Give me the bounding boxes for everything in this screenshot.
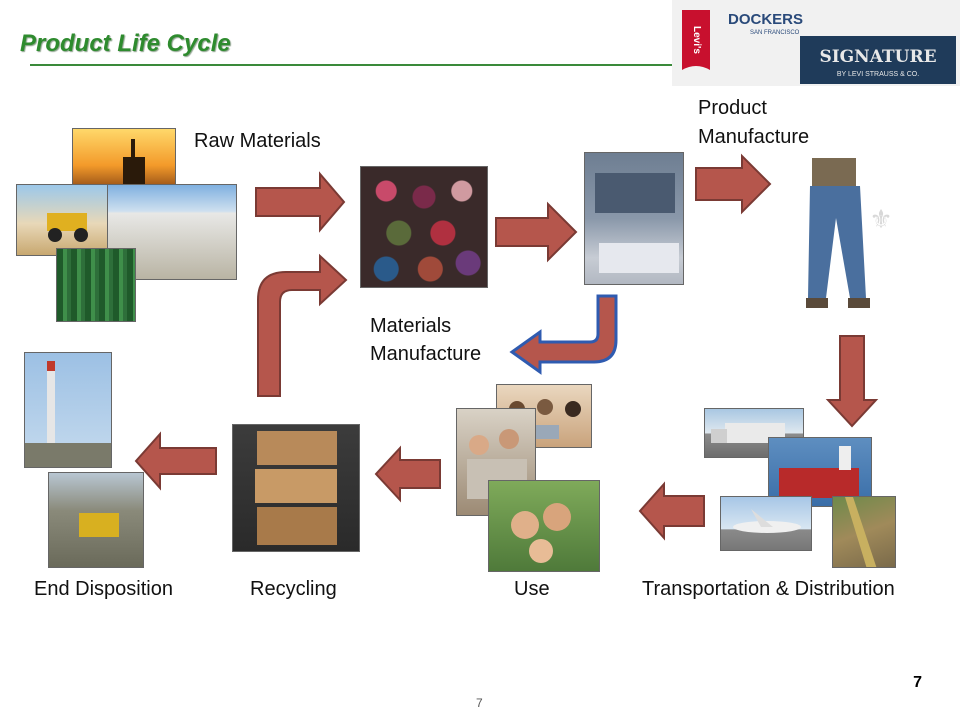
photo-cardboard-bales [232, 424, 360, 552]
photo-container-ship [768, 437, 872, 507]
label-materials-manufacture-line2: Manufacture [370, 343, 482, 365]
photo-jeans-model: ⚜ [786, 158, 902, 320]
label-product-manufacture-line2: Manufacture [698, 126, 810, 148]
arrow-loom-to-materials-manufacture [509, 294, 618, 375]
label-product-manufacture-line1: Product [698, 97, 767, 119]
label-end-disposition: End Disposition [34, 578, 173, 600]
photo-power-plant [24, 352, 112, 468]
title-underline [30, 64, 672, 66]
brand-logo-panel: Levi's DOCKERS SAN FRANCISCO SIGNATURE B… [672, 0, 960, 86]
photo-weaving-loom [584, 152, 684, 285]
photo-freight-train [832, 496, 896, 568]
label-transportation-distribution: Transportation & Distribution [642, 578, 895, 600]
arrow-loom-to-product [695, 153, 772, 215]
photo-thread-spools [360, 166, 488, 288]
dockers-logo: DOCKERS [728, 11, 803, 28]
signature-logo-text: SIGNATURE [819, 47, 936, 67]
signature-logo [800, 36, 956, 84]
svg-text:⚜: ⚜ [869, 205, 892, 235]
levis-logo: Levi's [682, 10, 710, 70]
levis-logo-text: Levi's [691, 26, 702, 54]
label-use: Use [514, 578, 550, 600]
label-raw-materials: Raw Materials [194, 130, 321, 152]
arrow-recycling-to-materials [257, 253, 348, 397]
arrow-transport-to-use [638, 481, 705, 541]
arrow-use-to-recycling [374, 445, 441, 503]
brand-logos: Levi's DOCKERS SAN FRANCISCO SIGNATURE B… [682, 10, 956, 84]
photo-landfill [48, 472, 144, 568]
arrow-recycling-to-end [134, 431, 217, 491]
label-recycling: Recycling [250, 578, 337, 600]
dockers-subtitle: SAN FRANCISCO [750, 30, 800, 36]
photo-forest [56, 248, 136, 322]
signature-logo-subtitle: BY LEVI STRAUSS & CO. [837, 71, 919, 78]
photo-mining-truck [16, 184, 112, 256]
slide-number-footer: 7 [476, 696, 483, 710]
slide-number: 7 [913, 674, 922, 691]
arrow-raw-to-materials [255, 171, 346, 233]
photo-airplane [720, 496, 812, 551]
arrow-product-to-transport [825, 335, 879, 428]
photo-family-selfie [488, 480, 600, 572]
arrow-materials-to-loom [495, 201, 578, 263]
page-title: Product Life Cycle [20, 30, 231, 57]
label-materials-manufacture-line1: Materials [370, 315, 452, 337]
